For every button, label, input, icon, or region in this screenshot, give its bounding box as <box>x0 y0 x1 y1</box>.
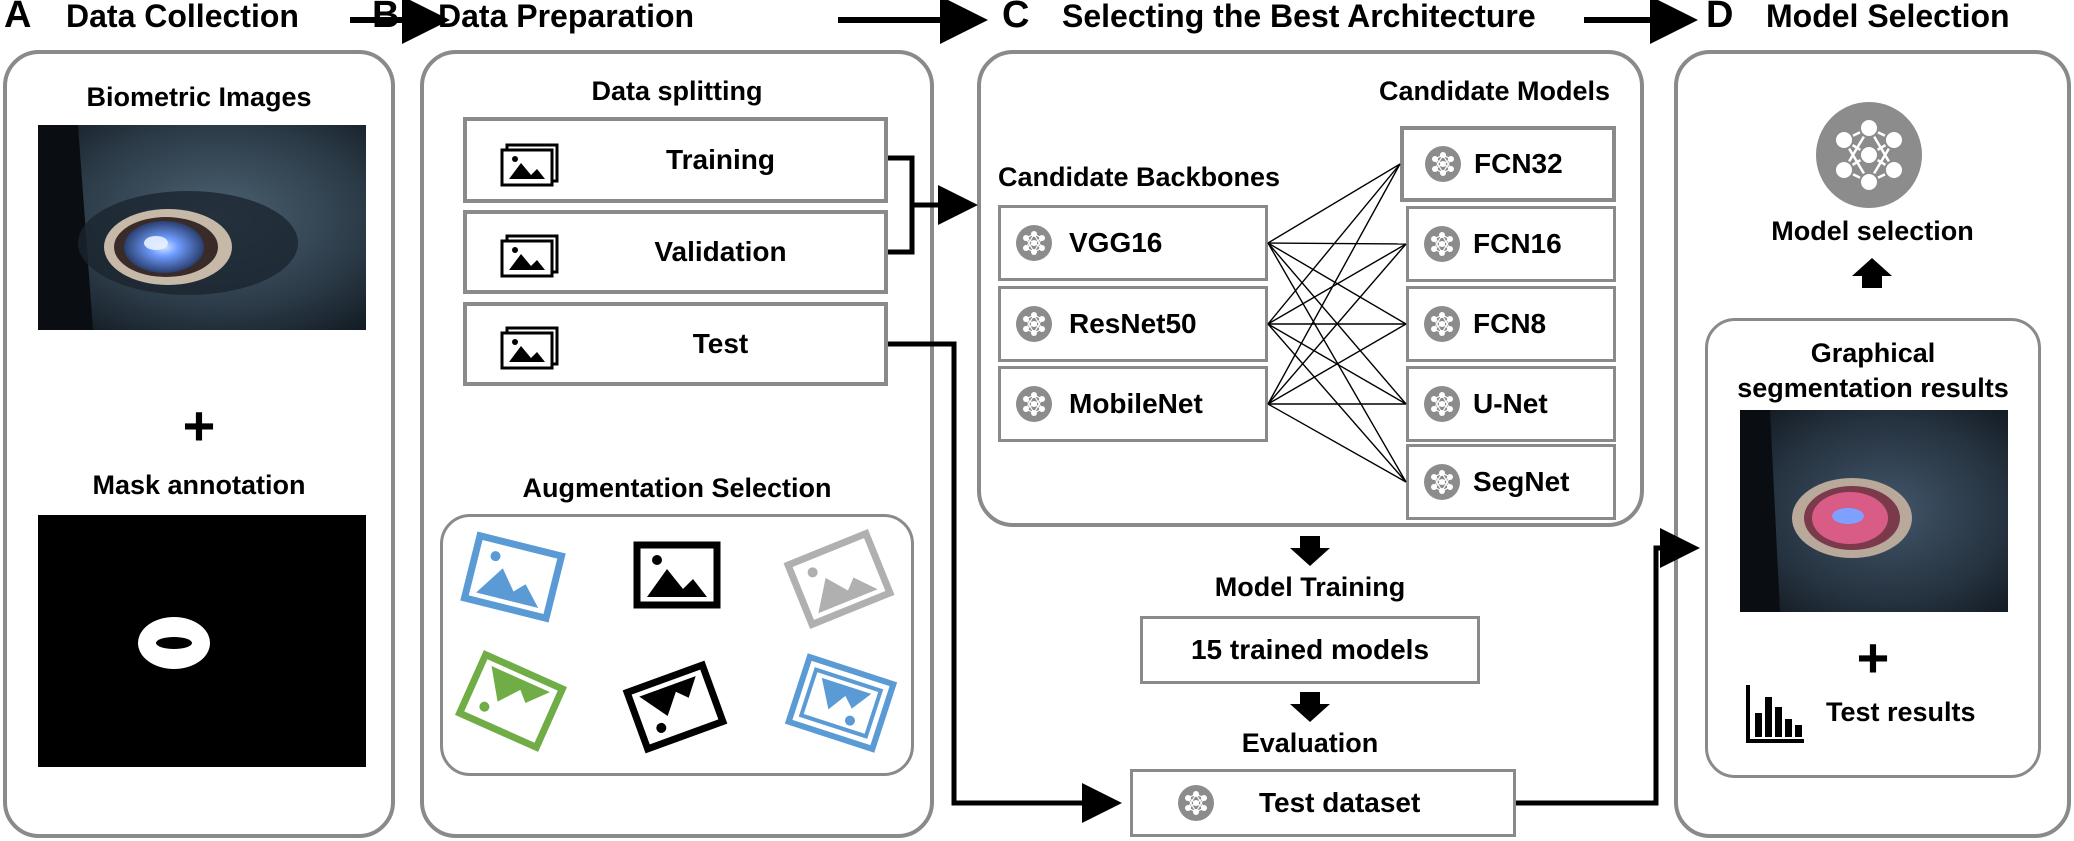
neural-network-icon <box>1424 145 1462 183</box>
collection-plus: + <box>182 394 216 457</box>
model-fcn8-box: FCN8 <box>1406 286 1616 362</box>
split-validation-box: Validation <box>463 210 888 294</box>
augmented-image-flipped-black-icon <box>622 660 728 754</box>
split-training-box: Training <box>463 117 888 203</box>
test-dataset-box: Test dataset <box>1130 769 1516 837</box>
trained-models-box: 15 trained models <box>1140 616 1480 684</box>
model-fcn16-label: FCN16 <box>1473 228 1562 259</box>
test-dataset-label: Test dataset <box>1259 787 1421 818</box>
model-fcn32-box: FCN32 <box>1400 126 1616 202</box>
mask-annotation-image <box>38 515 366 767</box>
augmented-image-rotated-blue-icon <box>460 531 566 623</box>
backbone-resnet50-box: ResNet50 <box>998 286 1268 362</box>
candidate-models-label: Candidate Models <box>1378 76 1610 106</box>
biometric-images-label: Biometric Images <box>86 82 312 112</box>
candidate-backbones-label: Candidate Backbones <box>998 162 1281 192</box>
section-d-letter: D <box>1706 0 1734 36</box>
neural-network-icon <box>1423 225 1461 263</box>
section-a-letter: A <box>4 0 32 36</box>
backbone-mobilenet-box: MobileNet <box>998 366 1268 442</box>
split-validation-label: Validation <box>654 236 787 267</box>
section-c-title: Selecting the Best Architecture <box>1062 0 1536 34</box>
section-d-title: Model Selection <box>1766 0 2010 34</box>
model-fcn8-label: FCN8 <box>1473 308 1547 339</box>
section-b-title: Data Preparation <box>438 0 695 34</box>
augmented-image-gray-icon <box>783 529 895 629</box>
augmented-image-original-icon <box>633 541 721 609</box>
neural-network-icon <box>1423 305 1461 343</box>
backbone-mobilenet-label: MobileNet <box>1069 388 1203 419</box>
mask-annotation-label: Mask annotation <box>92 470 306 500</box>
down-arrow-training <box>1290 536 1330 566</box>
model-fcn32-label: FCN32 <box>1474 148 1563 179</box>
neural-network-icon <box>1423 463 1461 501</box>
backbone-vgg16-label: VGG16 <box>1069 227 1163 258</box>
section-b-letter: B <box>372 0 400 36</box>
neural-network-icon <box>1015 305 1053 343</box>
selection-plus: + <box>1856 626 1890 689</box>
image-stack-icon <box>500 234 559 278</box>
backbone-vgg16-box: VGG16 <box>998 205 1268 281</box>
neural-network-icon <box>1177 784 1215 822</box>
backbone-resnet50-label: ResNet50 <box>1069 308 1197 339</box>
test-results-label: Test results <box>1826 697 1976 727</box>
image-stack-icon <box>500 143 559 187</box>
segmentation-result-image <box>1740 410 2008 612</box>
biometric-eye-image <box>38 125 366 330</box>
augmentation-selection-label: Augmentation Selection <box>522 473 832 503</box>
split-test-label: Test <box>692 328 749 359</box>
section-c-letter: C <box>1002 0 1030 36</box>
neural-network-icon <box>1015 224 1053 262</box>
model-unet-label: U-Net <box>1473 388 1548 419</box>
graphical-label-line2: segmentation results <box>1737 373 2009 403</box>
neural-network-icon <box>1423 385 1461 423</box>
data-splitting-label: Data splitting <box>591 76 763 106</box>
augmentation-box <box>440 514 914 776</box>
down-arrow-evaluation <box>1290 692 1330 722</box>
graphical-label-line1: Graphical <box>1810 338 1936 368</box>
augmented-image-framed-blue-icon <box>784 653 898 753</box>
image-stack-icon <box>500 326 559 370</box>
model-training-label: Model Training <box>1214 572 1406 602</box>
model-fcn16-box: FCN16 <box>1406 206 1616 282</box>
augmented-image-flipped-green-icon <box>454 650 568 752</box>
section-a-title: Data Collection <box>66 0 299 34</box>
trained-models-label: 15 trained models <box>1190 634 1430 665</box>
evaluation-label: Evaluation <box>1241 728 1379 758</box>
model-unet-box: U-Net <box>1406 366 1616 442</box>
model-segnet-label: SegNet <box>1473 466 1570 497</box>
neural-network-large-icon <box>1816 102 1922 208</box>
split-test-box: Test <box>463 302 888 386</box>
model-segnet-box: SegNet <box>1406 444 1616 520</box>
model-selection-label: Model selection <box>1771 216 1974 246</box>
neural-network-icon <box>1015 385 1053 423</box>
bar-chart-icon <box>1746 685 1804 743</box>
split-training-label: Training <box>666 144 775 175</box>
test-dataset-to-results-arrow <box>1516 528 1700 806</box>
